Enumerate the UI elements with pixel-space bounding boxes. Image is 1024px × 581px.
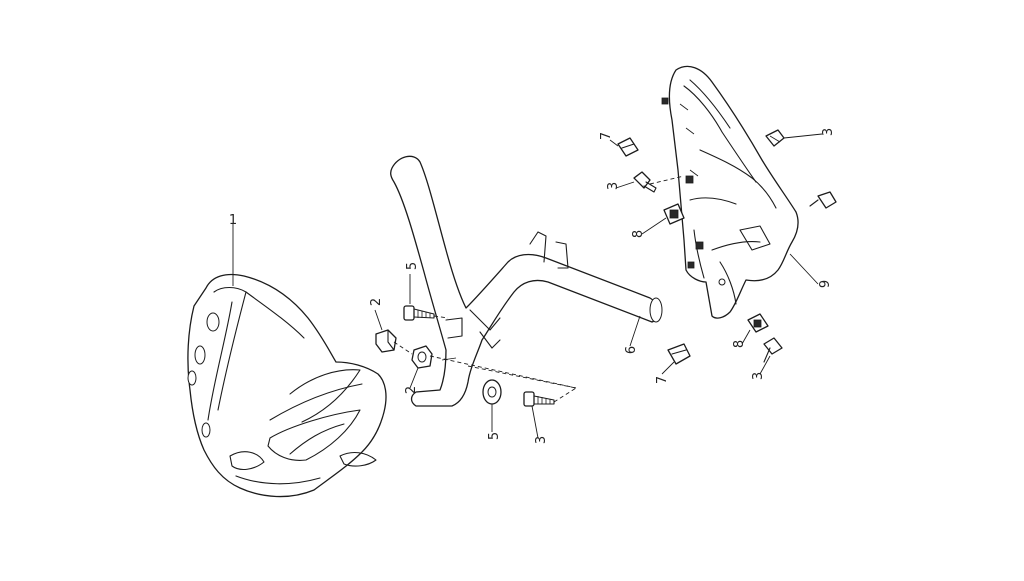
callout-handlebar: 6 xyxy=(624,346,639,354)
washer-part xyxy=(482,379,502,405)
bolt-bottom-part xyxy=(523,391,555,407)
front-visor-part xyxy=(187,273,387,498)
clip-lower-part xyxy=(747,313,769,333)
callout-bolt-bottom: 3 xyxy=(534,436,549,444)
screw-lower-part xyxy=(763,337,783,363)
assembly-line-bolt-top xyxy=(433,315,449,319)
screw-right-top-part xyxy=(765,129,785,147)
bolt-top-part xyxy=(403,305,435,321)
callout-clip-b: 8 xyxy=(631,230,646,238)
rear-cover-part xyxy=(661,65,799,319)
callout-clip-bottom: 7 xyxy=(655,376,670,384)
callout-visor: 1 xyxy=(229,213,237,228)
callout-clip-lower: 8 xyxy=(732,340,747,348)
assembly-line-handlebar xyxy=(467,365,577,389)
screw-right-part xyxy=(809,191,837,209)
callout-washer: 5 xyxy=(487,432,502,440)
assembly-line-bolt-bottom xyxy=(553,387,577,403)
callout-clip-top: 7 xyxy=(599,132,614,140)
nut-part xyxy=(375,329,397,353)
callout-nut2: 2 xyxy=(404,386,419,394)
assembly-line-nut2 xyxy=(429,355,577,389)
callout-screw-a: 3 xyxy=(606,182,621,190)
callout-screw-lower: 3 xyxy=(751,372,766,380)
callout-cover: 9 xyxy=(818,280,833,288)
clip-b-part xyxy=(663,203,685,225)
callout-nut: 2 xyxy=(369,298,384,306)
assembly-line-screw-a xyxy=(649,175,685,185)
callout-screw-right-top: 3 xyxy=(821,128,836,136)
screw-a-part xyxy=(633,171,657,193)
nut2-part xyxy=(411,345,433,369)
clip-top-part xyxy=(617,137,639,157)
clip-bottom-part xyxy=(667,343,691,365)
handlebar-part xyxy=(390,155,663,407)
callout-bolt-top: 5 xyxy=(405,262,420,270)
assembly-line-nut xyxy=(393,341,413,355)
